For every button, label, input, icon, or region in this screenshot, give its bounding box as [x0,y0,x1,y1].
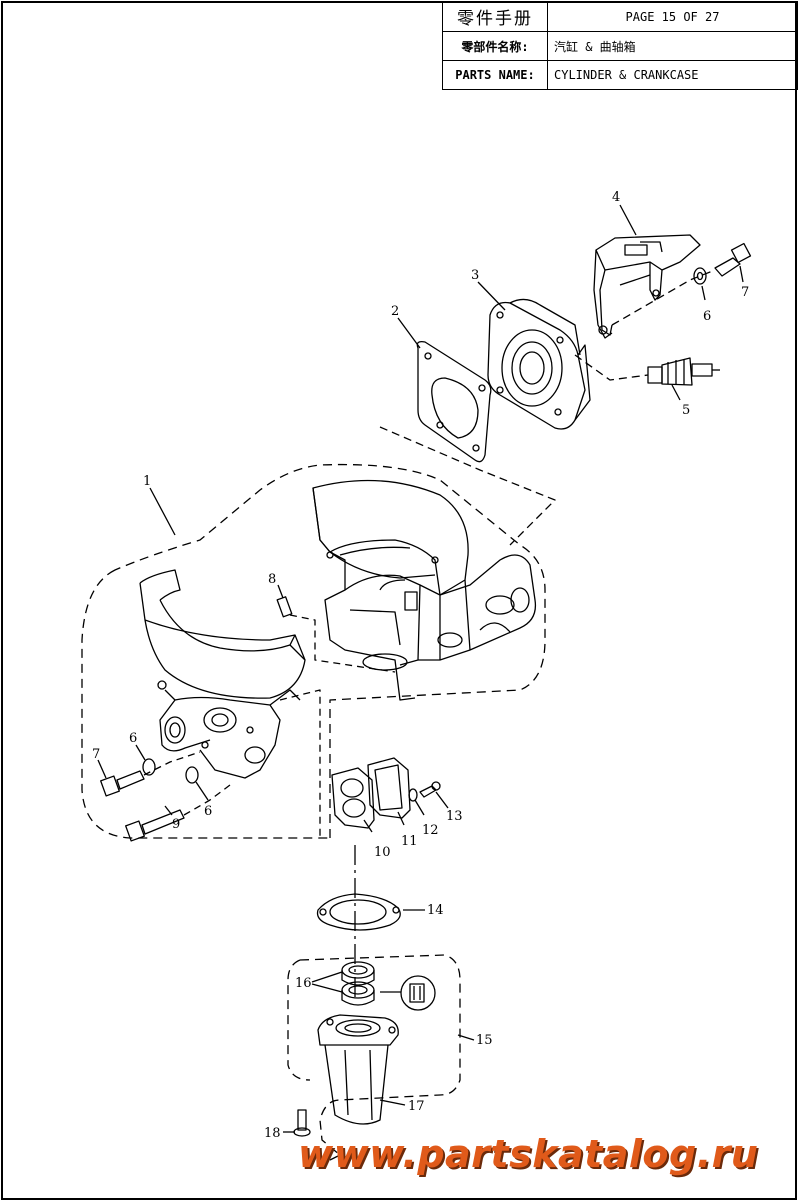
reed-plate [331,767,375,829]
title-block: 零件手册 PAGE 15 OF 27 零部件名称: 汽缸 & 曲轴箱 PARTS… [442,1,798,90]
washer-lower-a [142,758,156,776]
reed-stopper [367,757,411,819]
leader-3 [477,281,506,311]
leader-7-upper [739,265,744,283]
bearing-detail [380,975,436,1011]
bearing-lower [341,981,375,1006]
callout-17: 17 [408,1099,425,1114]
callout-5: 5 [682,403,690,418]
assembly-link-reed [279,689,321,838]
leader-16-a [311,971,343,983]
callout-14: 14 [427,903,444,918]
leader-1 [149,487,176,536]
leader-6-lower-a [135,744,146,761]
callout-9: 9 [172,817,180,832]
leader-4 [619,204,637,236]
bearing-upper [341,961,375,986]
callout-10: 10 [374,845,391,860]
callout-7-lower: 7 [92,747,100,762]
crankcase-casting [312,479,537,701]
leader-15 [457,1034,475,1041]
part-name-en: CYLINDER & CRANKCASE [547,60,798,90]
washer-upper [693,267,707,285]
washer-lower-b [185,766,199,784]
part-name-en-label: PARTS NAME: [442,60,548,90]
assembly-line-gasket [379,426,556,546]
leader-17 [379,1099,406,1106]
dowel-pin [276,596,293,618]
assembly-line-lower-screws [143,751,231,816]
screw-upper [714,242,752,277]
leader-13 [435,791,449,809]
bracket [593,234,701,339]
lower-gasket [316,893,401,931]
callout-7-upper: 7 [741,285,749,300]
callout-12: 12 [422,823,439,838]
reed-screw [419,785,437,798]
crankcase-group-outline [81,463,546,839]
callout-6-lower-a: 6 [129,731,137,746]
leader-10 [363,819,373,833]
leader-8 [277,584,284,599]
assembly-line-bracket [611,269,716,326]
screw-9 [125,809,185,842]
crankcase-left-half [139,569,306,779]
watermark-text: www.partskatalog.ru [298,1132,759,1176]
callout-13: 13 [446,809,463,824]
callout-8: 8 [268,572,276,587]
bearing-housing-group-outline [287,954,461,1161]
leader-5 [671,384,681,401]
leader-9 [164,805,173,816]
callout-6-lower-b: 6 [204,804,212,819]
lower-housing [317,1014,399,1125]
leader-7-lower [97,759,107,779]
callout-11: 11 [401,834,418,849]
callout-1: 1 [143,474,151,489]
assembly-link-left-right [289,614,396,673]
callout-2: 2 [391,304,399,319]
callout-3: 3 [471,268,479,283]
reed-washer [408,788,418,802]
leader-2 [397,317,421,349]
leader-12 [414,799,425,816]
leader-16-b [311,983,343,993]
spark-plug [647,357,720,386]
assembly-line-plug [574,354,649,381]
leader-6-upper [701,285,706,301]
callout-6-upper: 6 [703,309,711,324]
callout-16: 16 [295,976,312,991]
page-number: PAGE 15 OF 27 [547,1,798,32]
screw-7-lower [100,770,145,797]
callout-18: 18 [264,1126,281,1141]
callout-4: 4 [612,190,620,205]
leader-6-lower-b [195,781,209,801]
leader-11 [397,811,405,826]
cylinder-gasket [416,340,492,463]
callout-15: 15 [476,1033,493,1048]
cylinder-cover [487,298,591,430]
